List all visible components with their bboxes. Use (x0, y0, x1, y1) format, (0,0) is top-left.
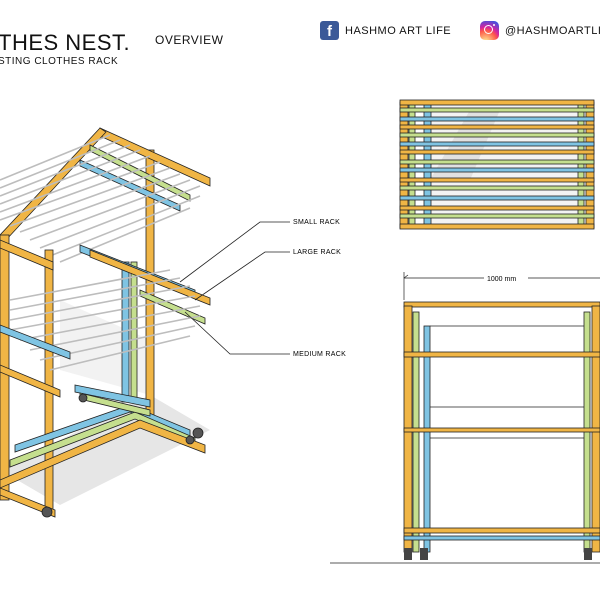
facebook-icon: f (320, 21, 339, 40)
front-upright-right (44, 249, 54, 513)
floor-shadow (0, 395, 210, 505)
instagram-icon (480, 21, 499, 40)
side-rail (0, 239, 54, 271)
top-rods (0, 134, 201, 263)
instagram-link[interactable]: @HASHMOARTLIF (480, 21, 600, 40)
base-front-rail (0, 487, 56, 518)
small-rack-label: SMALL RACK (293, 219, 340, 226)
left-blue-rail (0, 324, 71, 360)
green-upright (130, 261, 138, 403)
medium-rack-label: MEDIUM RACK (293, 351, 346, 358)
left-orange-rail (0, 364, 61, 398)
width-dimension-label: 1000 mm (487, 276, 516, 283)
top-view (399, 99, 595, 230)
front-view (330, 272, 600, 564)
base-orange-rail (0, 419, 206, 489)
small-rack-leader (179, 221, 290, 283)
middle-rods (9, 269, 201, 371)
large-rack-label: LARGE RACK (293, 249, 341, 256)
caster-wheels (41, 393, 204, 518)
overview-label: OVERVIEW (155, 33, 224, 47)
isometric-view (0, 127, 290, 518)
facebook-label: HASHMO ART LIFE (345, 24, 452, 37)
page-title: THES NEST. (0, 30, 131, 55)
medium-rack-leader (184, 311, 290, 355)
page-subtitle: STING CLOTHES RACK (0, 56, 119, 67)
base-back-rail (74, 384, 151, 408)
facebook-link[interactable]: f HASHMO ART LIFE (320, 21, 451, 40)
instagram-label: @HASHMOARTLIF (505, 24, 600, 37)
large-rack-leader (194, 251, 290, 301)
mid-orange-rail (89, 249, 211, 306)
